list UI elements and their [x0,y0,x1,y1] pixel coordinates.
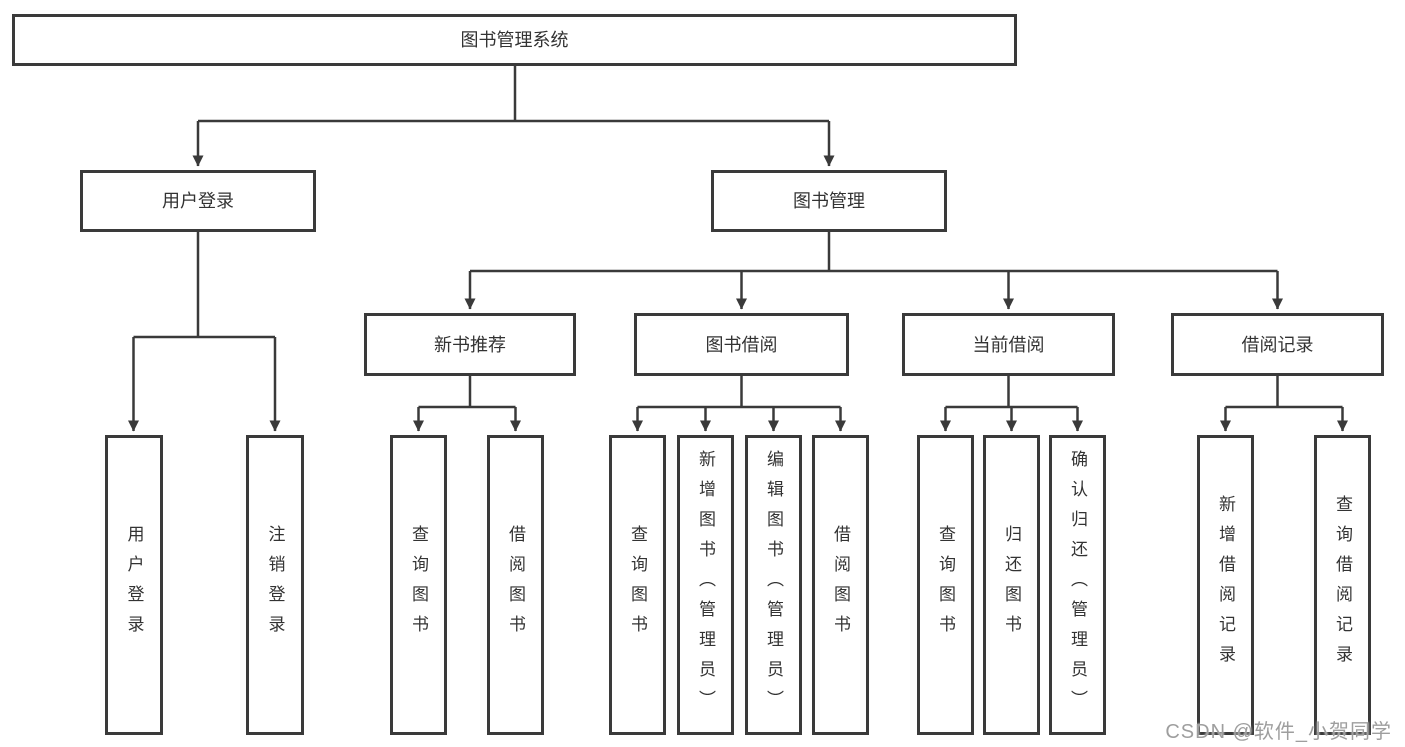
leaf-return-books: 归还图书 [983,435,1040,735]
node-label: 编辑图书（管理员） [764,450,783,720]
node-book-borrow: 图书借阅 [634,313,849,376]
leaf-query-borrow-record: 查询借阅记录 [1314,435,1371,735]
leaf-user-login: 用户登录 [105,435,163,735]
wire-root-bus [198,66,829,123]
node-label: 查询借阅记录 [1333,495,1352,675]
node-label: 新增借阅记录 [1216,495,1235,675]
wire-current-bus [945,374,1078,409]
node-label: 查询图书 [628,525,647,645]
node-label: 借阅图书 [506,525,525,645]
csdn-watermark: CSDN @软件_小贺同学 [1165,721,1392,743]
leaf-edit-books-admin: 编辑图书（管理员） [745,435,802,735]
node-label: 图书管理系统 [460,30,569,50]
node-label: 注销登录 [265,525,285,645]
leaf-add-borrow-record: 新增借阅记录 [1197,435,1254,735]
node-borrow-records: 借阅记录 [1171,313,1384,376]
wire-borrow-bus [637,374,841,409]
wire-newbook-bus [418,374,516,409]
node-root-system: 图书管理系统 [12,14,1017,66]
node-label: 归还图书 [1002,525,1021,645]
leaf-add-books-admin: 新增图书（管理员） [677,435,734,735]
node-label: 借阅图书 [831,525,850,645]
node-label: 图书借阅 [705,334,778,355]
leaf-query-books-current: 查询图书 [917,435,974,735]
node-book-management: 图书管理 [711,170,947,232]
wire-userlogin-bus [133,230,275,339]
node-label: 新增图书（管理员） [696,450,715,720]
leaf-query-books-borrow: 查询图书 [609,435,666,735]
node-label: 当前借阅 [972,334,1045,355]
node-user-login: 用户登录 [80,170,316,232]
node-current-borrow: 当前借阅 [902,313,1115,376]
node-label: 图书管理 [793,191,865,211]
leaf-query-books-recommend: 查询图书 [390,435,447,735]
node-label: 用户登录 [162,191,234,211]
node-label: 借阅记录 [1241,334,1314,355]
leaf-borrow-books: 借阅图书 [812,435,869,735]
leaf-confirm-return-admin: 确认归还（管理员） [1049,435,1106,735]
wire-bookmgmt-bus [470,230,1278,273]
node-label: 确认归还（管理员） [1068,450,1087,720]
node-label: 查询图书 [409,525,428,645]
node-new-book-recommend: 新书推荐 [364,313,576,376]
node-label: 用户登录 [124,525,144,645]
leaf-logout: 注销登录 [246,435,304,735]
wire-records-bus [1225,374,1343,409]
leaf-borrow-books-recommend: 借阅图书 [487,435,544,735]
node-label: 查询图书 [936,525,955,645]
node-label: 新书推荐 [434,334,506,355]
